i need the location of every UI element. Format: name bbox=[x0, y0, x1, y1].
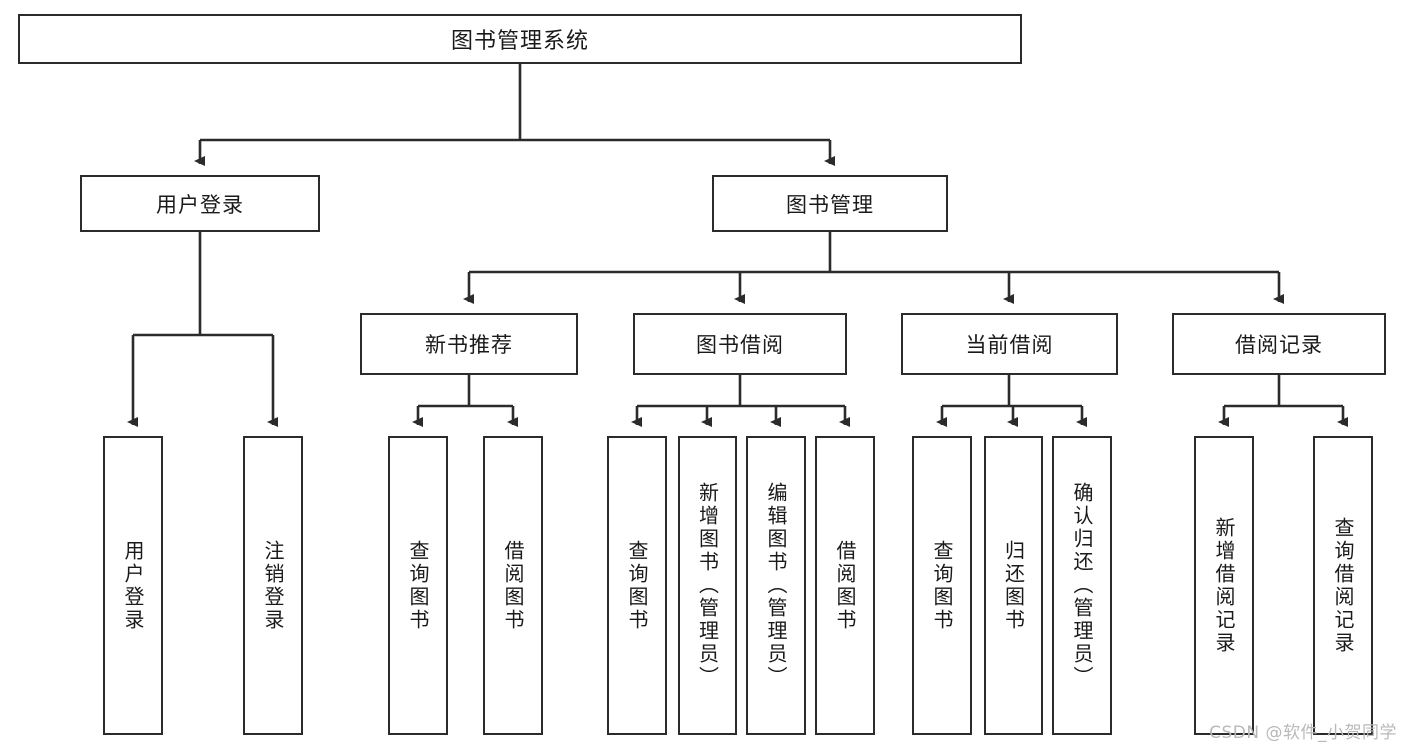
node-leaf-add-borrow-record[interactable]: 新增借阅记录 bbox=[1194, 436, 1254, 735]
node-label: 查询图书 bbox=[625, 539, 649, 632]
node-leaf-borrow-book-2[interactable]: 借阅图书 bbox=[815, 436, 875, 735]
node-label: 查询借阅记录 bbox=[1331, 516, 1355, 655]
node-label: 借阅图书 bbox=[833, 539, 857, 632]
node-label: 查询图书 bbox=[406, 539, 430, 632]
node-label: 当前借阅 bbox=[965, 333, 1054, 357]
connector-book-borrow-to-leaves bbox=[631, 375, 850, 427]
node-label: 编辑图书（管理员） bbox=[764, 482, 788, 689]
node-label: 查询图书 bbox=[930, 539, 954, 632]
node-label: 归还图书 bbox=[1001, 539, 1026, 632]
node-root-system[interactable]: 图书管理系统 bbox=[18, 14, 1022, 64]
node-label: 注销登录 bbox=[261, 539, 285, 632]
node-label: 图书借阅 bbox=[696, 333, 784, 357]
node-label: 借阅图书 bbox=[501, 539, 525, 632]
node-label: 新增图书（管理员） bbox=[695, 482, 720, 689]
node-leaf-query-book-1[interactable]: 查询图书 bbox=[388, 436, 448, 735]
node-leaf-query-book-3[interactable]: 查询图书 bbox=[912, 436, 972, 735]
csdn-watermark: CSDN @软件_小贺同学 bbox=[1209, 723, 1397, 743]
node-leaf-user-login[interactable]: 用户登录 bbox=[103, 436, 163, 735]
node-label: 用户登录 bbox=[156, 192, 244, 217]
node-label: 图书管理系统 bbox=[450, 29, 589, 54]
connector-new-book-recommend-to-leaves bbox=[412, 375, 518, 427]
node-leaf-query-borrow-record[interactable]: 查询借阅记录 bbox=[1313, 436, 1373, 735]
node-label: 新增借阅记录 bbox=[1212, 516, 1236, 655]
node-leaf-confirm-return-admin[interactable]: 确认归还（管理员） bbox=[1052, 436, 1112, 735]
node-leaf-edit-book-admin[interactable]: 编辑图书（管理员） bbox=[746, 436, 806, 735]
connector-root-to-level2 bbox=[194, 64, 835, 166]
connector-user-login-to-leaves bbox=[127, 232, 278, 427]
connector-current-borrow-to-leaves bbox=[936, 375, 1087, 427]
node-current-borrow[interactable]: 当前借阅 bbox=[901, 313, 1118, 375]
node-leaf-return-book[interactable]: 归还图书 bbox=[984, 436, 1043, 735]
node-label: 确认归还（管理员） bbox=[1070, 482, 1094, 689]
node-book-management[interactable]: 图书管理 bbox=[712, 175, 948, 232]
node-label: 用户登录 bbox=[121, 539, 145, 632]
connector-book-management-to-level3 bbox=[463, 232, 1284, 304]
node-new-book-recommend[interactable]: 新书推荐 bbox=[360, 313, 578, 375]
node-leaf-logout-login[interactable]: 注销登录 bbox=[243, 436, 303, 735]
node-user-login[interactable]: 用户登录 bbox=[80, 175, 320, 232]
node-label: 新书推荐 bbox=[425, 333, 513, 357]
node-label: 图书管理 bbox=[786, 192, 874, 217]
node-book-borrow[interactable]: 图书借阅 bbox=[633, 313, 847, 375]
node-leaf-add-book-admin[interactable]: 新增图书（管理员） bbox=[678, 436, 737, 735]
node-borrow-record[interactable]: 借阅记录 bbox=[1172, 313, 1386, 375]
node-label: 借阅记录 bbox=[1235, 333, 1323, 357]
connector-borrow-record-to-leaves bbox=[1218, 375, 1348, 427]
node-leaf-query-book-2[interactable]: 查询图书 bbox=[607, 436, 667, 735]
node-leaf-borrow-book-1[interactable]: 借阅图书 bbox=[483, 436, 543, 735]
